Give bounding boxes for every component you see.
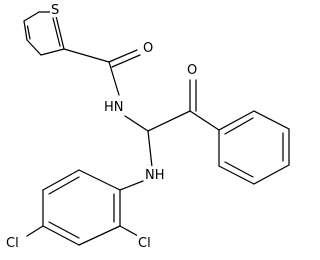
- bond: [54, 11, 65, 50]
- bond: [253, 164, 290, 185]
- ketone-oxygen-label: O: [187, 63, 197, 78]
- bond: [224, 161, 254, 178]
- bond: [189, 110, 220, 131]
- amine-nitrogen-label: NH: [145, 168, 165, 183]
- chlorine-para-label: Cl: [6, 236, 19, 251]
- bond: [124, 115, 149, 132]
- amide-oxygen-label: O: [143, 41, 153, 56]
- bond: [108, 61, 120, 96]
- sulfur-label: S: [51, 3, 59, 18]
- bond: [218, 110, 255, 131]
- bond: [52, 17, 61, 47]
- amide-nitrogen-label: HN: [104, 100, 124, 115]
- bond: [42, 225, 80, 246]
- chemical-structure: S O HN O NH Cl Cl: [5, 1, 290, 251]
- bond: [26, 39, 42, 56]
- amide-linker: [63, 48, 149, 132]
- bond: [108, 49, 138, 63]
- bond: [23, 20, 28, 41]
- bond: [23, 11, 40, 22]
- bond: [42, 169, 80, 191]
- bond: [48, 176, 80, 195]
- bond: [48, 221, 80, 239]
- thiophene-ring: [23, 11, 65, 56]
- bond: [26, 25, 31, 40]
- bond: [78, 169, 121, 191]
- bond: [119, 180, 144, 191]
- ketone-linker: [147, 79, 220, 168]
- bond: [147, 130, 153, 168]
- bond: [78, 225, 121, 246]
- bond: [253, 110, 290, 130]
- dichlorophenyl-ring: [26, 169, 144, 246]
- bond: [147, 110, 191, 132]
- bond: [119, 225, 139, 237]
- bond: [111, 54, 141, 68]
- bond: [218, 165, 255, 185]
- bond: [40, 48, 65, 56]
- bond: [26, 225, 44, 237]
- atom-labels: S O HN O NH Cl Cl: [5, 1, 200, 251]
- chlorine-ortho-label: Cl: [138, 236, 151, 251]
- phenyl-ring: [218, 110, 290, 185]
- bond: [63, 48, 110, 63]
- bond: [224, 117, 254, 135]
